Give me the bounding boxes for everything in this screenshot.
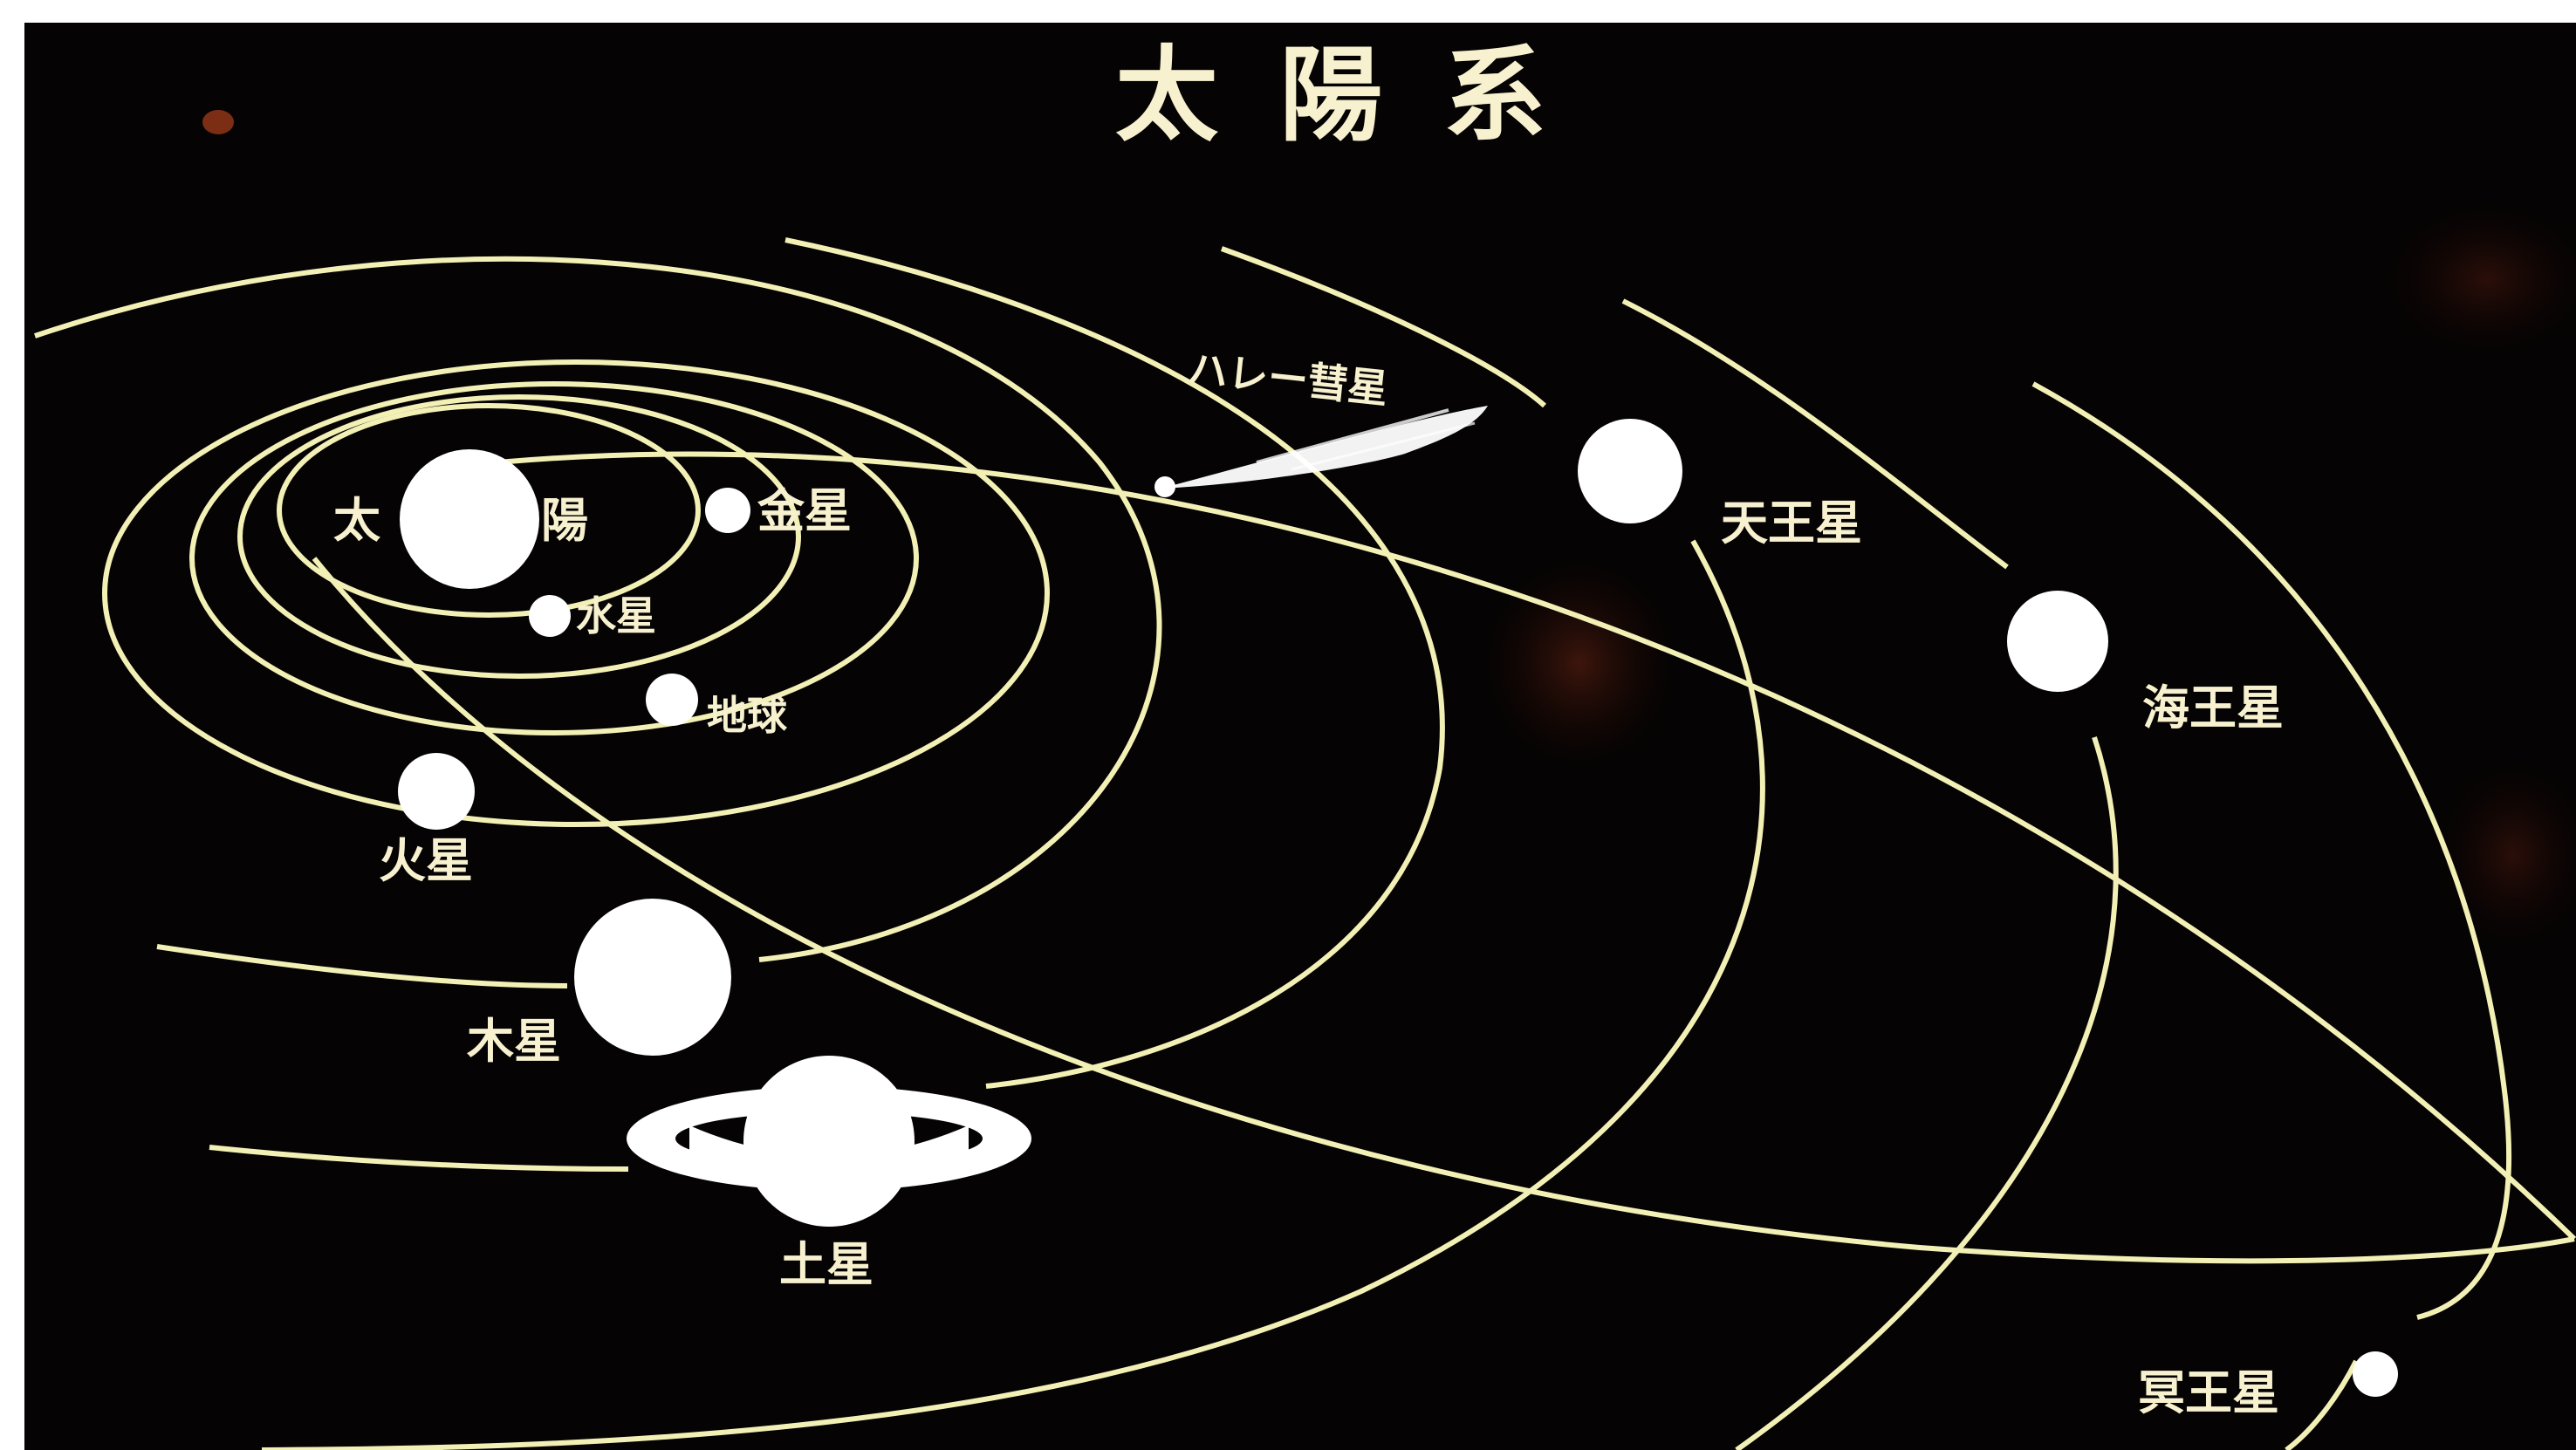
orbit-saturn [784,237,1445,1089]
earth [646,674,698,726]
jupiter [574,899,731,1056]
jupiter-label: 木星 [467,1014,561,1069]
saturn [627,1056,1031,1227]
venus [705,488,750,533]
earth-label: 地球 [707,692,788,739]
mars-label: 火星 [379,833,473,888]
comet-streak [1256,408,1449,464]
comet-head [1154,476,1175,497]
mars [398,753,475,830]
saturn-label: 土星 [779,1237,874,1292]
orbits [34,237,2576,1450]
orbit-pluto-tail [2285,1359,2359,1450]
uranus-label: 天王星 [1721,496,1862,551]
pluto [2353,1351,2398,1397]
nebula-haze [2382,201,2576,358]
orbit-uranus-lower [261,539,1765,1450]
uranus [1578,419,1682,523]
pluto-label: 冥王星 [2138,1365,2279,1420]
mercury-label: 水星 [576,592,656,640]
diagram-title: 太陽系 [1115,35,1607,155]
orbit-earth [189,381,919,735]
orbit-halley-upper [453,451,2576,1241]
space-background [24,23,2576,1450]
orbit-jupiter-tail [156,944,568,988]
orbit-venus [237,394,801,679]
orbit-mercury [277,403,701,618]
venus-label: 金星 [757,483,852,538]
orbit-mars [102,359,1050,827]
orbit-saturn-tail [209,1145,629,1172]
comet-tail [1161,406,1488,489]
sun-label-left: 太 [333,493,380,548]
halley-comet [1154,406,1488,497]
orbit-jupiter [34,256,1162,962]
mercury [529,595,571,637]
orbit-uranus [1220,246,1547,408]
saturn-body [743,1056,915,1227]
nebula-haze [1483,558,1675,768]
sun-label-right: 陽 [541,493,588,548]
orbit-pluto [2031,381,2512,1320]
neptune [2007,591,2108,692]
nebula-haze [2435,759,2576,951]
comet-streak [1291,421,1476,471]
neptune-label: 海王星 [2142,681,2284,735]
sun [400,449,539,589]
orbit-neptune-lower [1735,736,2119,1450]
orbit-halley-lower [312,557,2575,1264]
orbit-neptune [1621,298,2009,570]
saturn-ring-front [689,1125,969,1180]
nebula-speck [202,110,234,134]
